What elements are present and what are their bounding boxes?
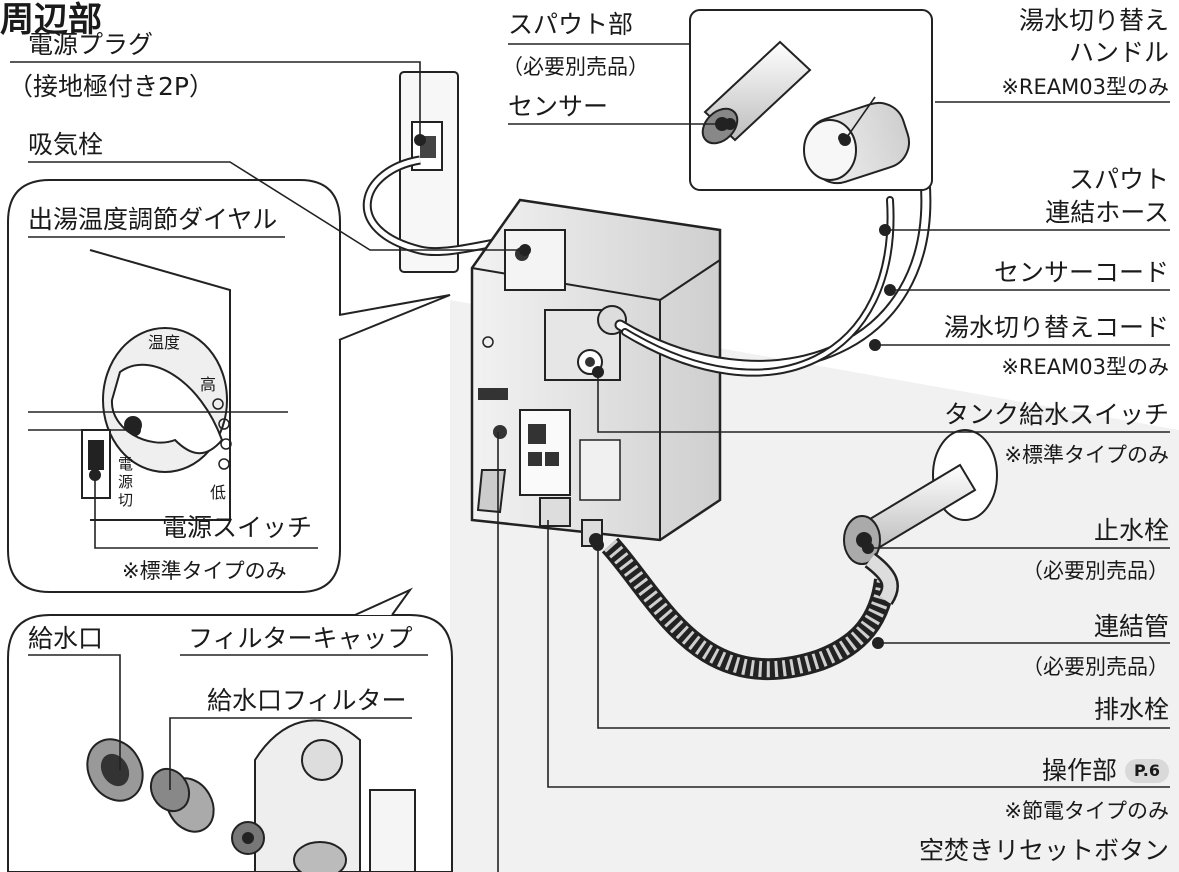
label-power-switch: 電源スイッチ [162, 513, 313, 542]
label-sensor-cord: センサーコード [993, 258, 1169, 287]
section-heading: 周辺部 [0, 0, 102, 40]
stop-valve [843, 429, 998, 605]
leader-lines [10, 43, 1170, 872]
connection-pipe [601, 537, 896, 681]
dial-temp-mark: 温度 [148, 333, 181, 352]
label-power-switch-note: ※標準タイプのみ [122, 559, 287, 583]
label-spout: スパウト部 [508, 10, 634, 39]
label-connect-pipe-note: （必要別売品） [1022, 655, 1169, 679]
label-handle-2: ハンドル [1068, 38, 1169, 67]
page-ref-badge[interactable]: P.6 [1125, 759, 1169, 783]
label-control-panel-row: 操作部 P.6 [1042, 756, 1169, 786]
label-intake-valve: 吸気栓 [28, 130, 104, 159]
label-inlet-filter: 給水口フィルター [207, 686, 407, 715]
filter-inset [7, 587, 453, 872]
label-temp-dial: 出湯温度調節ダイヤル [28, 205, 278, 234]
label-tank-switch: タンク給水スイッチ [943, 400, 1169, 429]
label-power-plug-note: （接地極付き2P） [8, 72, 214, 101]
label-switch-cord: 湯水切り替えコード [943, 313, 1169, 342]
dial-low-mark: 低 [210, 483, 227, 502]
label-stop-valve: 止水栓 [1093, 516, 1169, 545]
label-drain-valve: 排水栓 [1093, 695, 1169, 724]
dial-high-mark: 高 [200, 375, 217, 394]
label-connect-pipe: 連結管 [1093, 612, 1169, 641]
label-filter-cap: フィルターキャップ [188, 624, 413, 653]
label-switch-cord-note: ※REAM03型のみ [1001, 355, 1169, 379]
label-water-inlet: 給水口 [28, 624, 104, 653]
label-reset-button: 空焚きリセットボタン [918, 836, 1169, 865]
leader-dots [89, 118, 896, 649]
label-tank-switch-note: ※標準タイプのみ [1004, 443, 1169, 467]
label-spout-note: （必要別売品） [502, 55, 649, 79]
power-switch-mark: 電源切 [118, 455, 134, 509]
label-sensor: センサー [508, 92, 609, 121]
label-spout-hose-2: 連結ホース [1045, 198, 1169, 227]
label-handle-note: ※REAM03型のみ [1001, 75, 1169, 99]
label-control-panel-note: ※節電タイプのみ [1004, 799, 1169, 823]
label-stop-valve-note: （必要別売品） [1022, 559, 1169, 583]
label-handle-1: 湯水切り替え [1018, 6, 1169, 35]
label-power-plug: 電源プラグ [28, 30, 154, 59]
label-spout-hose-1: スパウト [1068, 165, 1169, 194]
spout-inset [689, 9, 933, 191]
label-control-panel: 操作部 [1041, 756, 1117, 785]
